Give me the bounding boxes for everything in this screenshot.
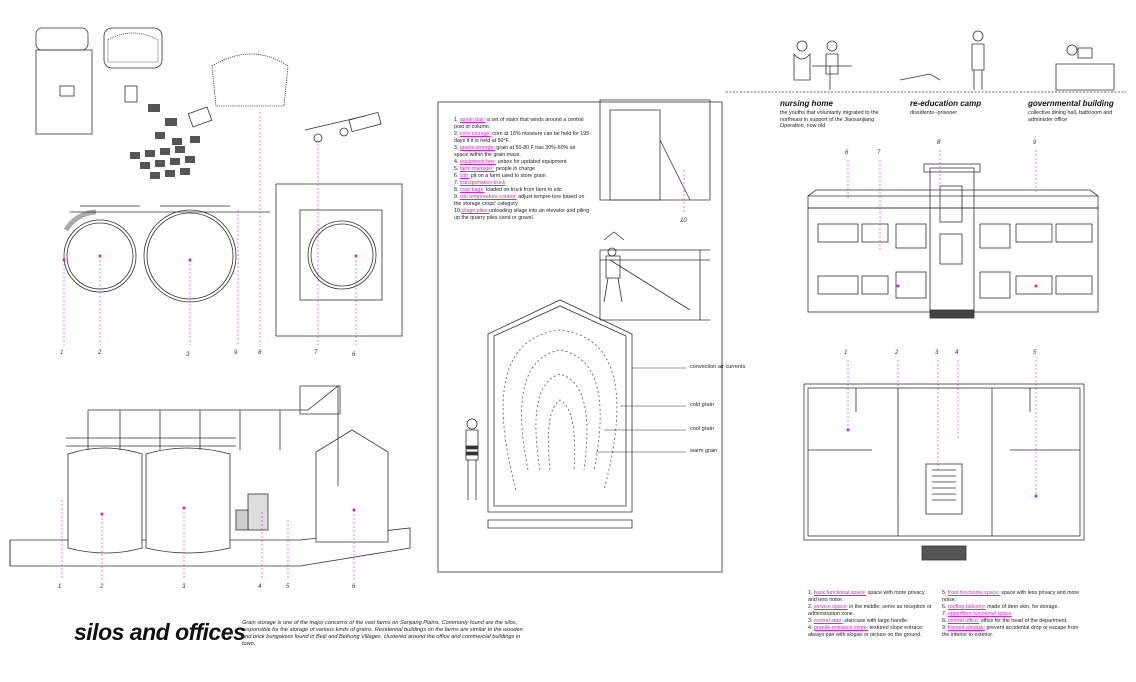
silo-legend-item: 1. spiral stair: a set of stairs that wi… (454, 117, 584, 130)
plan-number-7: 7 (314, 350, 318, 356)
silo-legend-item: 8. crop bags: loaded on truck from farm … (454, 187, 562, 193)
page-title: silos and offices (74, 619, 246, 645)
silo-section-frame (437, 101, 723, 573)
floor-number-4: 4 (955, 350, 959, 356)
section-number-1: 1 (58, 584, 62, 590)
elevation-leader-lines (847, 150, 1037, 500)
silo-legend-item: 4. equipment box: unbox for updated equi… (454, 159, 567, 165)
heading-governmental-building: governmental building (1028, 99, 1114, 108)
callout-convection: convection air currents (690, 364, 746, 370)
section-number-6: 6 (352, 584, 356, 590)
floor-number-3: 3 (935, 350, 939, 356)
office-legend-item: 4. grande entrance slope: textured slope… (808, 625, 924, 638)
office-legend-item: 6. rooftop balcony: made of deer skin, f… (942, 604, 1059, 610)
elevation-number-8: 8 (937, 140, 941, 146)
transportation-truck-icon (304, 111, 382, 143)
office-legend-left: 1. back functional space: space with mor… (808, 590, 934, 639)
plan-number-6: 6 (352, 352, 356, 358)
marker-dots (62, 254, 1038, 516)
plan-number-2: 2 (98, 350, 102, 356)
crop-bag-pile (130, 104, 200, 179)
crop-bags-illustration (35, 27, 289, 135)
section-number-4: 4 (258, 584, 262, 590)
office-legend-item: 2. service space: in the middle; serve a… (808, 604, 932, 617)
office-legend-item: 7. upperfloor functional space (942, 611, 1012, 617)
plan-number-8: 8 (258, 350, 262, 356)
office-legend-item: 9. framed window: prevent accidental dro… (942, 625, 1079, 638)
heading-nursing-home: nursing home (780, 99, 833, 108)
silo-legend-item: 10.silage piles:unloading silage into an… (454, 208, 590, 221)
office-legend-item: 8. central office: office for the head o… (942, 618, 1068, 624)
elevation-number-9: 9 (1033, 140, 1037, 146)
re-education-figures (899, 30, 985, 90)
callout-cold-grain: cold grain (690, 402, 714, 408)
silo-axonometric (9, 385, 411, 567)
governmental-figures (1055, 44, 1115, 91)
nursing-home-figures (793, 40, 852, 90)
silo-legend-item: 5. farm manager: people in charge (454, 166, 535, 172)
worker-carrying-crops (603, 231, 625, 303)
section-number-5: 5 (286, 584, 290, 590)
section-number-3: 3 (182, 584, 186, 590)
plan-number-1: 1 (60, 350, 64, 356)
floor-number-5: 5 (1033, 350, 1037, 356)
floor-number-2: 2 (895, 350, 899, 356)
plan-number-9: 9 (234, 350, 238, 356)
silo-legend-item: 7. transportation truck (454, 180, 506, 186)
office-legend-item: 5. front functional space: space with le… (942, 590, 1080, 603)
elevation-number-6: 6 (845, 150, 849, 156)
office-legend-item: 1. back functional space: space with mor… (808, 590, 925, 603)
office-floor-plan (803, 383, 1085, 561)
section-leader-lines (61, 500, 355, 580)
text-nursing-home: the youths that voluntarily migrated to … (780, 110, 879, 129)
silo-section (487, 99, 711, 529)
silo-plan (63, 183, 403, 337)
silo-legend-item: 3. grains storage: grain at 50-80 F has … (454, 145, 576, 158)
silo-legend-item: 9. silo tempreature control: adjust temp… (454, 194, 585, 207)
floor-number-1: 1 (844, 350, 848, 356)
text-governmental-building: collective dining hall, bathroom and adm… (1028, 110, 1113, 123)
farmer-figure (465, 418, 479, 500)
section-number-2: 2 (100, 584, 104, 590)
silo-legend-item: 2. corn storage: corn at 18% moisture ca… (454, 131, 590, 144)
plan-number-3: 3 (186, 352, 190, 358)
intro-paragraph: Grain storage is one of the major concer… (242, 620, 523, 647)
stair-number-10: 10 (680, 218, 687, 224)
office-elevation (807, 163, 1099, 319)
elevation-number-7: 7 (877, 150, 881, 156)
office-legend-right: 5. front functional space: space with le… (942, 590, 1082, 639)
heading-re-education-camp: re-education camp (910, 99, 982, 108)
silo-legend: 1. spiral stair: a set of stairs that wi… (454, 117, 590, 222)
silo-legend-item: 6. silo: pit on a farm used to store gra… (454, 173, 548, 179)
callout-warm-grain: warm grain (690, 448, 718, 454)
office-legend-item: 3. central stair: staircase with large h… (808, 618, 909, 624)
callout-cool-grain: cool grain (690, 426, 714, 432)
plan-leader-lines (63, 112, 357, 345)
text-re-education-camp: dissidents--prisoner (910, 110, 958, 116)
silo-callout-lines (596, 367, 686, 453)
